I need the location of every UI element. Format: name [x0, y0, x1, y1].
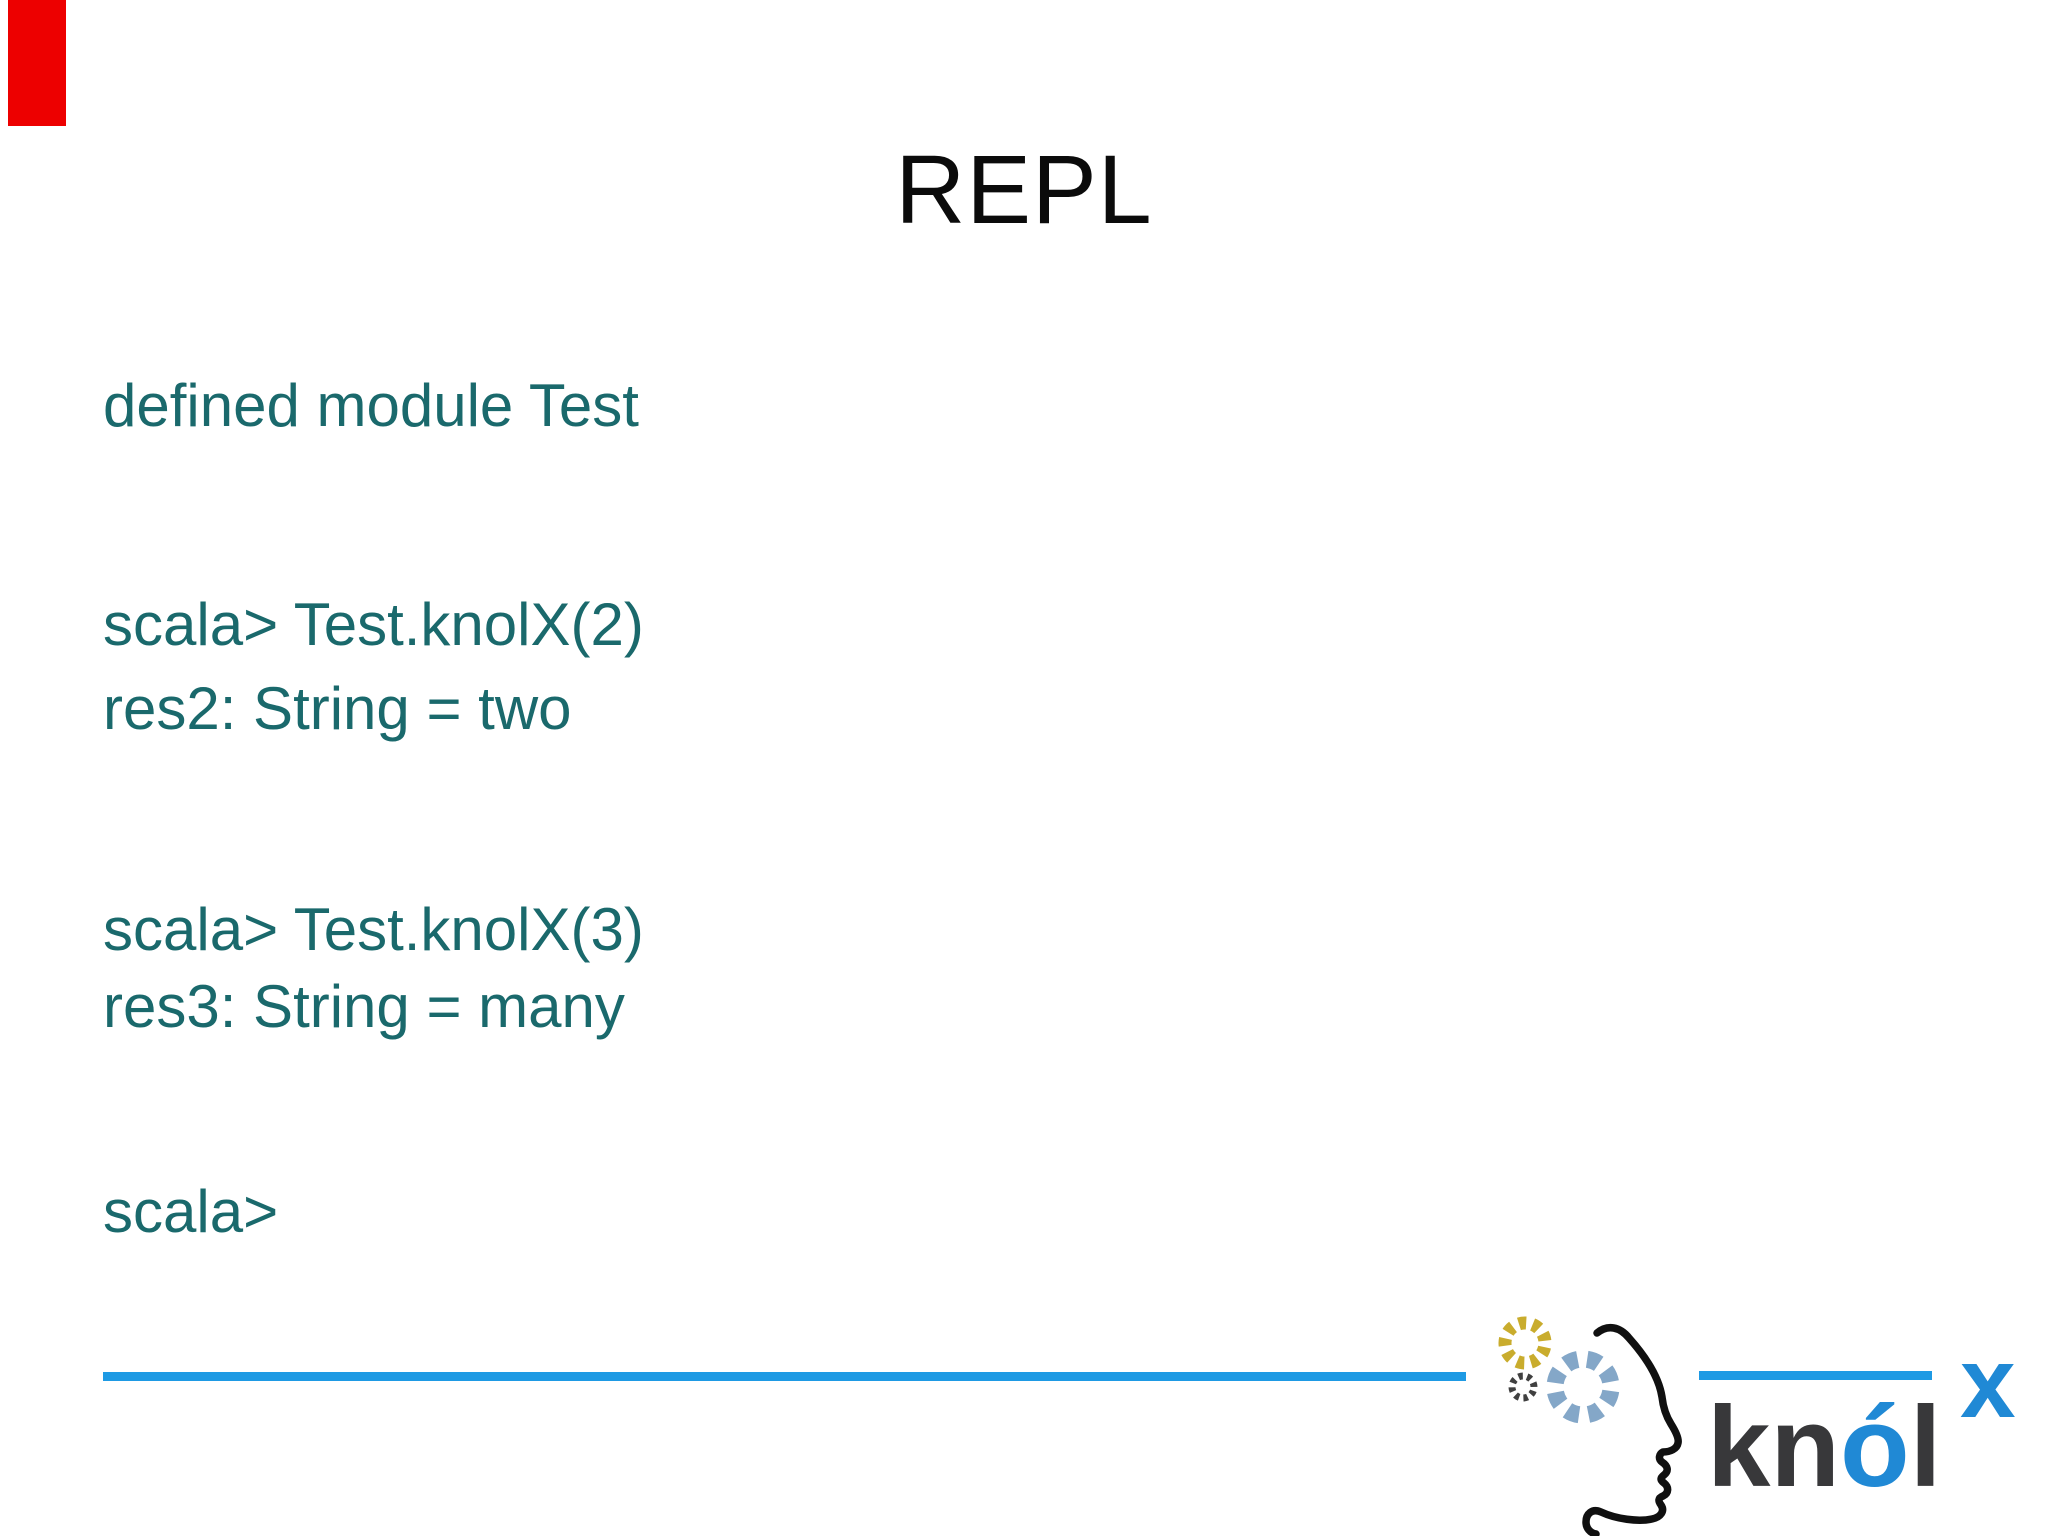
gear-yellow-icon	[1498, 1316, 1552, 1370]
footer-divider-line	[103, 1372, 1466, 1381]
gear-blue-icon	[1546, 1350, 1620, 1424]
brand-l: l	[1909, 1384, 1942, 1511]
brand-kn: kn	[1707, 1384, 1841, 1511]
page-title: REPL	[895, 135, 1153, 244]
terminal-line: res2: String = two	[103, 675, 572, 742]
terminal-line: scala> Test.knolX(2)	[103, 591, 644, 658]
brand-o-accent: ó	[1840, 1384, 1910, 1511]
gear-gray-icon	[1508, 1372, 1538, 1402]
terminal-line: defined module Test	[103, 372, 639, 439]
recording-indicator-bar	[8, 0, 66, 126]
head-profile-icon	[1582, 1323, 1682, 1536]
terminal-line: scala>	[103, 1178, 279, 1245]
terminal-line: res3: String = many	[103, 973, 625, 1040]
knolx-logo-art	[1498, 1316, 1682, 1536]
brand-x-superscript: x	[1960, 1327, 2016, 1439]
logo-overline	[1699, 1371, 1932, 1380]
brand-wordmark: knól	[1707, 1391, 1941, 1505]
terminal-line: scala> Test.knolX(3)	[103, 896, 644, 963]
